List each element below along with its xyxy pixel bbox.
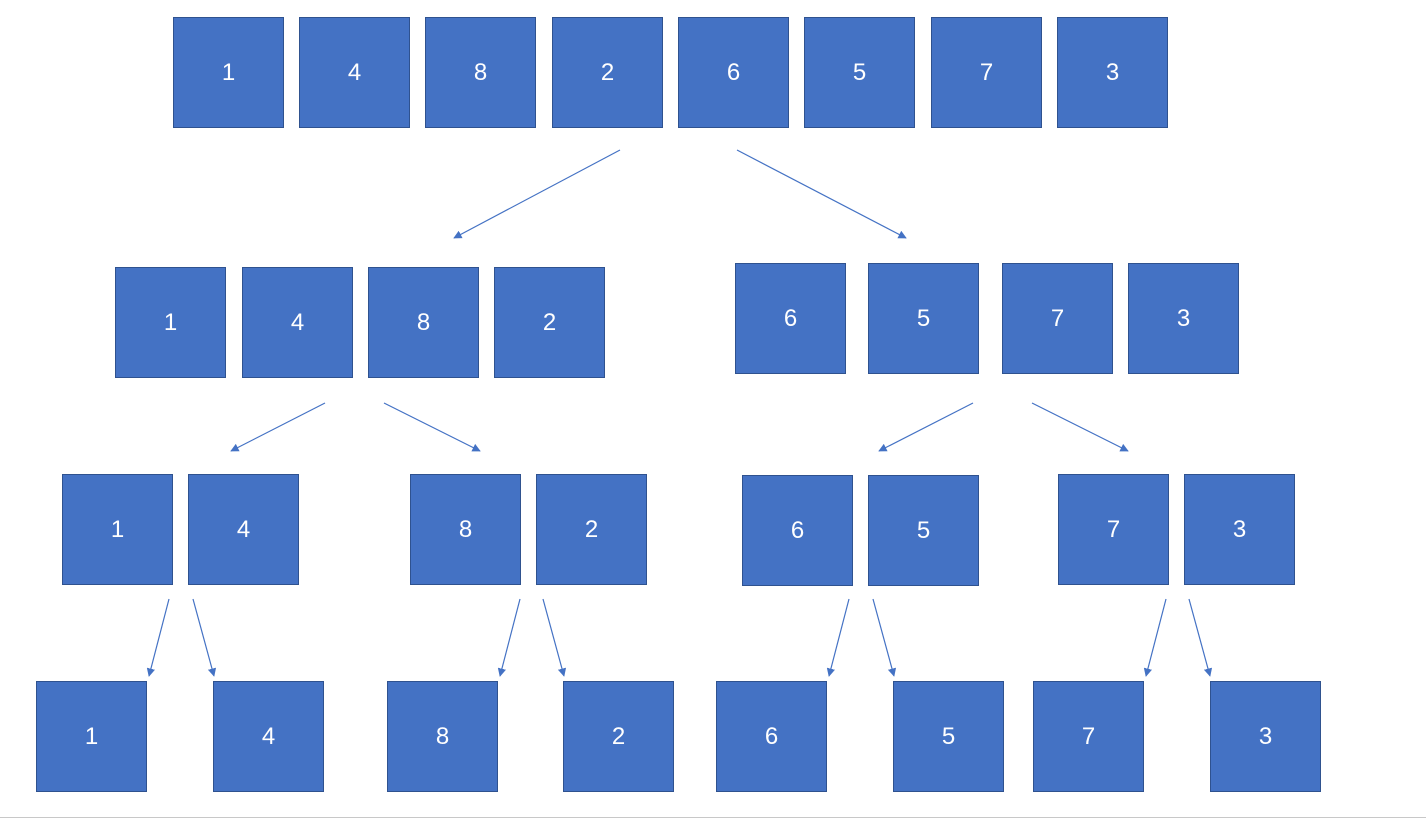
arrow-l2-to-l3-2 <box>497 598 521 677</box>
level1-right-box-1: 5 <box>868 263 979 374</box>
level2-group3-box-0: 7 <box>1058 474 1169 585</box>
level1-right-box-2: 7 <box>1002 263 1113 374</box>
arrow-l2-to-l3-3 <box>542 598 567 677</box>
arrow-l0-to-l1-right <box>736 149 907 239</box>
level0-box-3: 2 <box>552 17 663 128</box>
level0-box-7: 3 <box>1057 17 1168 128</box>
level2-group2-box-1: 5 <box>868 475 979 586</box>
arrow-l2-to-l3-7 <box>1188 598 1213 677</box>
level2-group1-box-0: 8 <box>410 474 521 585</box>
level3-box-5: 5 <box>893 681 1004 792</box>
level3-box-0: 1 <box>36 681 147 792</box>
level1-left-box-1: 4 <box>242 267 353 378</box>
arrow-l2-to-l3-5 <box>872 598 897 677</box>
arrow-l1-to-l2-group2 <box>878 402 974 452</box>
level3-box-6: 7 <box>1033 681 1144 792</box>
level1-left-box-0: 1 <box>115 267 226 378</box>
arrow-l2-to-l3-1 <box>192 598 217 677</box>
level3-box-3: 2 <box>563 681 674 792</box>
arrow-l2-to-l3-0 <box>146 598 170 677</box>
level0-box-2: 8 <box>425 17 536 128</box>
level3-box-1: 4 <box>213 681 324 792</box>
arrow-l2-to-l3-4 <box>826 598 850 677</box>
arrow-l1-to-l2-group3 <box>1031 402 1129 452</box>
arrow-l2-to-l3-6 <box>1143 598 1167 677</box>
level2-group3-box-1: 3 <box>1184 474 1295 585</box>
level3-box-4: 6 <box>716 681 827 792</box>
arrow-l1-to-l2-group1 <box>383 402 481 452</box>
arrow-l0-to-l1-left <box>453 149 621 239</box>
level1-left-box-2: 8 <box>368 267 479 378</box>
level0-box-5: 5 <box>804 17 915 128</box>
level1-right-box-0: 6 <box>735 263 846 374</box>
level2-group0-box-0: 1 <box>62 474 173 585</box>
level2-group1-box-1: 2 <box>536 474 647 585</box>
bottom-divider <box>0 817 1426 818</box>
level3-box-7: 3 <box>1210 681 1321 792</box>
level1-left-box-3: 2 <box>494 267 605 378</box>
level0-box-1: 4 <box>299 17 410 128</box>
arrow-l1-to-l2-group0 <box>230 402 326 452</box>
level3-box-2: 8 <box>387 681 498 792</box>
level0-box-0: 1 <box>173 17 284 128</box>
level2-group2-box-0: 6 <box>742 475 853 586</box>
level1-right-box-3: 3 <box>1128 263 1239 374</box>
level2-group0-box-1: 4 <box>188 474 299 585</box>
level0-box-4: 6 <box>678 17 789 128</box>
level0-box-6: 7 <box>931 17 1042 128</box>
